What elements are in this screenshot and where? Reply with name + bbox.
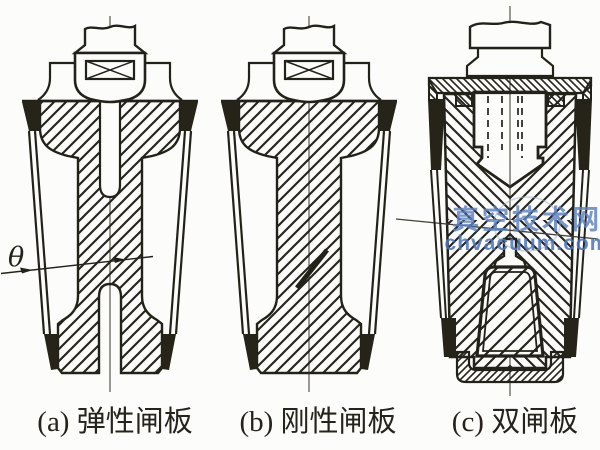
figure-c-drawing [395, 6, 599, 396]
parting-line-c [395, 218, 599, 240]
guide-skirts-a [27, 130, 193, 335]
watermark-circle [493, 196, 561, 252]
watermark: 真空技术网 chvacuum.com [445, 196, 600, 255]
stem-a [71, 23, 149, 55]
guide-skirts-c [430, 169, 590, 319]
theta-dimension: θ [0, 242, 154, 275]
stem-b [270, 23, 348, 55]
t-nut-cross-a [85, 60, 135, 80]
stem-collar-c [465, 46, 555, 78]
t-nut-cross-b [284, 60, 334, 80]
hidden-bolt-lines-c [487, 96, 523, 158]
inner-wedge-inner-line-c [482, 271, 538, 352]
caption-c: (c) 双闸板 [452, 405, 578, 438]
seal-blocks-a [22, 102, 198, 370]
theta-label: θ [8, 242, 24, 273]
seal-blocks-b [221, 102, 397, 370]
figure-b-drawing [221, 16, 397, 392]
inner-wedge-hatch-c [477, 267, 543, 356]
cap-flange-c [427, 76, 593, 95]
caption-b: (b) 刚性闸板 [239, 405, 396, 438]
gate-body-b [237, 99, 381, 375]
arrowhead-left [20, 267, 33, 274]
shoulder-ears-b [236, 61, 382, 101]
seal-blocks-c [428, 99, 592, 357]
cap-lip-right-c [547, 92, 565, 107]
cap-lip-left-c [455, 92, 473, 107]
bold-hatch-line-b [295, 248, 329, 290]
watermark-site-name: 真空技术网 [452, 204, 600, 235]
shoulder-ears-a [37, 61, 183, 101]
gate-body-a [38, 99, 182, 375]
bottom-plate-c [455, 350, 565, 384]
arrowhead-right [113, 257, 126, 263]
stem-c [468, 20, 552, 50]
guide-skirts-b [226, 130, 392, 335]
upper-slot-a [98, 100, 122, 199]
caption-a: (a) 弹性闸板 [37, 405, 192, 438]
figure-a-drawing: θ [0, 16, 198, 392]
watermark-site-domain: chvacuum.com [445, 232, 600, 255]
cap-tabs-c [428, 76, 592, 106]
